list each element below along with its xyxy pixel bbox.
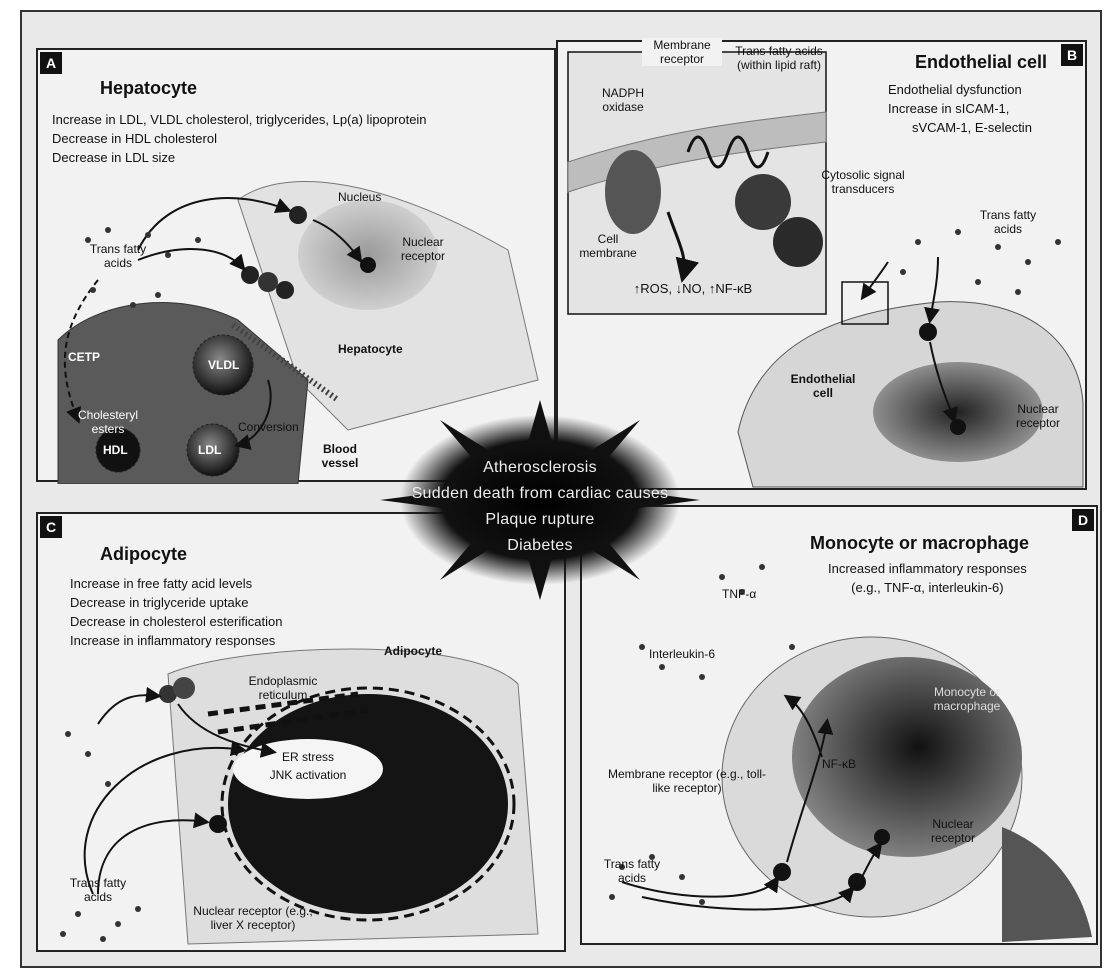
cetp-label: CETP [68, 350, 100, 364]
nadph-oxidase-label: NADPH oxidase [588, 86, 658, 114]
endoplasmic-reticulum-label: Endoplasmic reticulum [238, 674, 328, 702]
interleukin-6-label: Interleukin-6 [642, 647, 722, 661]
effect-item: Increase in free fatty acid levels [70, 574, 282, 593]
er-stress-label: ER stress [278, 750, 338, 764]
membrane-receptor-label: Membrane receptor [642, 38, 722, 66]
hdl-label: HDL [103, 443, 128, 457]
outcome-item: Sudden death from cardiac causes [380, 481, 700, 507]
conversion-label: Conversion [238, 420, 299, 434]
panel-letter: C [40, 516, 62, 538]
panel-title: Monocyte or macrophage [810, 533, 1029, 554]
panel-title: Hepatocyte [100, 78, 197, 99]
nuclear-receptor-label: Nuclear receptor (e.g., liver X receptor… [188, 904, 318, 932]
effects-list: Increase in LDL, VLDL cholesterol, trigl… [52, 110, 427, 167]
nf-kb-label: NF-κB [814, 757, 864, 771]
effect-item: Increase in LDL, VLDL cholesterol, trigl… [52, 110, 427, 129]
jnk-activation-label: JNK activation [258, 768, 358, 782]
outcomes-list: Atherosclerosis Sudden death from cardia… [380, 455, 700, 559]
outcome-item: Atherosclerosis [380, 455, 700, 481]
trans-fatty-acids-label: Trans fatty acids [602, 857, 662, 885]
cholesteryl-esters-label: Cholesteryl esters [68, 408, 148, 436]
effect-item: Increase in sICAM-1, [888, 99, 1032, 118]
panel-letter: D [1072, 509, 1094, 531]
panel-letter: B [1061, 44, 1083, 66]
trans-fatty-acids-label: Trans fatty acids [978, 208, 1038, 236]
effect-item: Decrease in HDL cholesterol [52, 129, 427, 148]
membrane-receptor-label: Membrane receptor (e.g., toll-like recep… [602, 767, 772, 795]
tnf-alpha-label: TNF-α [722, 587, 756, 601]
ldl-label: LDL [198, 443, 221, 457]
effect-item: Decrease in cholesterol esterification [70, 612, 282, 631]
panel-title: Endothelial cell [915, 52, 1047, 73]
blood-vessel-label: Blood vessel [310, 442, 370, 470]
adipocyte-label: Adipocyte [384, 644, 442, 658]
nuclear-receptor-label: Nuclear receptor [918, 817, 988, 845]
vldl-label: VLDL [208, 358, 239, 372]
hepatocyte-label: Hepatocyte [338, 342, 403, 356]
outcome-item: Diabetes [380, 533, 700, 559]
effect-item: Decrease in triglyceride uptake [70, 593, 282, 612]
effects-list: Endothelial dysfunction Increase in sICA… [888, 80, 1032, 137]
nuclear-receptor-label: Nuclear receptor [388, 235, 458, 263]
lipid-raft-label: Trans fatty acids (within lipid raft) [724, 44, 834, 72]
trans-fatty-acids-label: Trans fatty acids [83, 242, 153, 270]
cell-membrane-label: Cell membrane [578, 232, 638, 260]
trans-fatty-acids-label: Trans fatty acids [68, 876, 128, 904]
effect-item: (e.g., TNF-α, interleukin-6) [828, 578, 1027, 597]
outcome-item: Plaque rupture [380, 507, 700, 533]
effects-list: Increase in free fatty acid levels Decre… [70, 574, 282, 650]
cytosolic-transducers-label: Cytosolic signal transducers [808, 168, 918, 196]
effect-item: Increase in inflammatory responses [70, 631, 282, 650]
nuclear-receptor-label: Nuclear receptor [1008, 402, 1068, 430]
adipocyte-droplet [228, 694, 508, 914]
endothelial-cell-label: Endothelial cell [788, 372, 858, 400]
effect-item: sVCAM-1, E-selectin [888, 118, 1032, 137]
effect-item: Decrease in LDL size [52, 148, 427, 167]
ros-no-nfkb-label: ↑ROS, ↓NO, ↑NF-κB [618, 282, 768, 296]
panel-letter: A [40, 52, 62, 74]
effect-item: Increased inflammatory responses [828, 559, 1027, 578]
macrophage-nucleus-label: Monocyte or macrophage [912, 685, 1022, 713]
effects-list: Increased inflammatory responses (e.g., … [828, 559, 1027, 597]
effect-item: Endothelial dysfunction [888, 80, 1032, 99]
nucleus-label: Nucleus [338, 190, 381, 204]
panel-title: Adipocyte [100, 544, 187, 565]
